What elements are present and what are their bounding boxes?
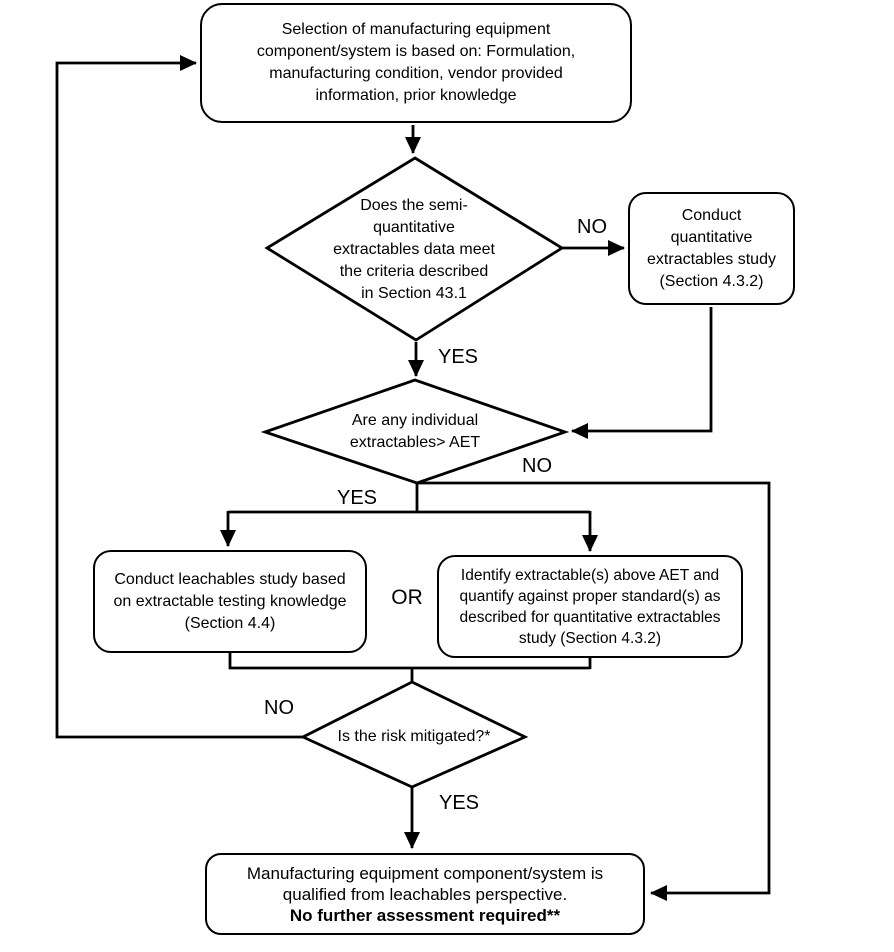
- criteria-decision-diamond: [264, 156, 565, 342]
- risk-no-label: NO: [264, 697, 294, 719]
- risk-decision-text: Is the risk mitigated?*: [337, 728, 491, 745]
- edge-quant-study-to-aet-decision: [571, 307, 713, 439]
- identify-extractables-node: Identify extractable(s) above AET and qu…: [437, 555, 743, 658]
- criteria-decision-text: Does the semi- quantitative extractables…: [333, 197, 495, 302]
- criteria-yes-label: YES: [437, 346, 479, 368]
- risk-decision-diamond: [299, 680, 529, 789]
- aet-yes-label: YES: [336, 487, 378, 509]
- qualified-node: Manufacturing equipment component/system…: [205, 853, 645, 935]
- start-node: Selection of manufacturing equipment com…: [200, 3, 632, 123]
- or-label: OR: [391, 586, 423, 609]
- qualified-node-bold-text: No further assessment required**: [289, 905, 561, 925]
- aet-decision-text: Are any individual extractables> AET: [349, 412, 481, 451]
- edge-risk-no-loop-to-start: [55, 55, 303, 739]
- edge-aet-no-to-qualified: [417, 481, 771, 901]
- criteria-no-label: NO: [577, 216, 607, 238]
- quant-extractables-study-node: Conduct quantitative extractables study …: [628, 192, 795, 305]
- qualified-node-text: Manufacturing equipment component/system…: [246, 863, 604, 904]
- aet-decision-diamond: [260, 378, 570, 485]
- leachables-study-node: Conduct leachables study based on extrac…: [93, 550, 367, 653]
- aet-no-label: NO: [522, 455, 552, 477]
- risk-yes-label: YES: [438, 792, 480, 814]
